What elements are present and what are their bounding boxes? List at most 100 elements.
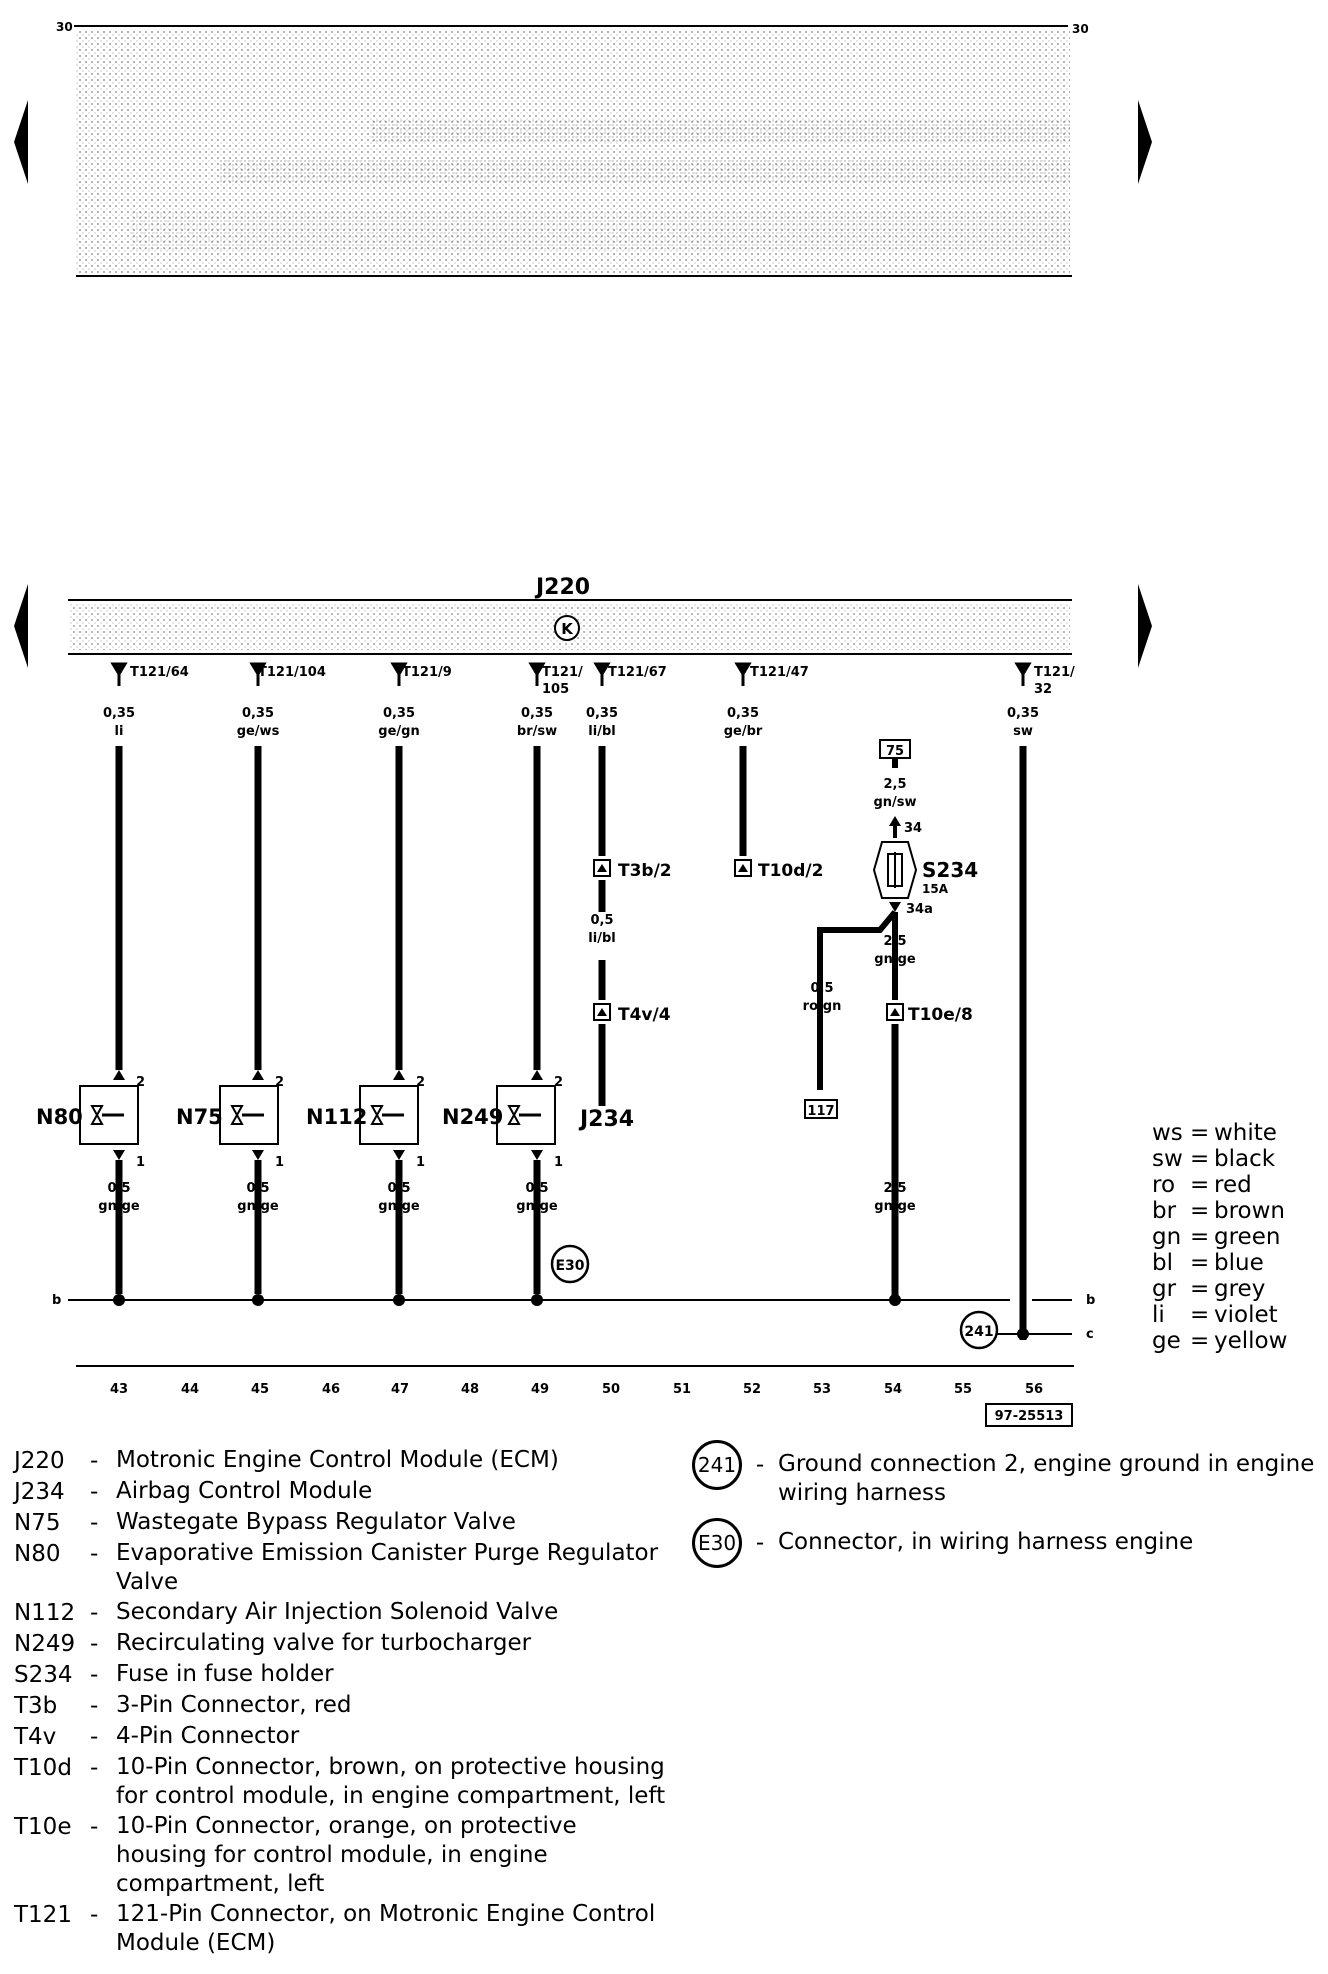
wire-size-45: 0,35 bbox=[242, 706, 274, 721]
col-43: 43 bbox=[110, 1382, 128, 1397]
wire-color-50: li/bl bbox=[588, 724, 615, 739]
wire-color-43: li bbox=[115, 724, 124, 739]
legend-item: J234-Airbag Control Module bbox=[14, 1478, 373, 1505]
color-legend-row: li=violet bbox=[1152, 1302, 1278, 1328]
wire-size-47: 0,35 bbox=[383, 706, 415, 721]
col-50: 50 bbox=[602, 1382, 620, 1397]
col-52: 52 bbox=[743, 1382, 761, 1397]
pin-label-45: T121/104 bbox=[258, 665, 326, 680]
legend-item: T121-121-Pin Connector, on Motronic Engi… bbox=[14, 1901, 656, 1956]
n80-wire-color: gn/ge bbox=[98, 1199, 140, 1214]
valve-n249 bbox=[496, 1085, 556, 1145]
fuse-name: S234 bbox=[922, 858, 978, 882]
color-legend: ws=white sw=black ro=red br=brown gn=gre… bbox=[1152, 1120, 1322, 1354]
n80-pin-top: 2 bbox=[136, 1075, 145, 1090]
low-wire-size: 2,5 bbox=[883, 1181, 906, 1196]
legend-item: T3b-3-Pin Connector, red bbox=[14, 1692, 352, 1719]
prev-page-arrow-icon[interactable] bbox=[14, 100, 28, 184]
n112-wire-size: 0,5 bbox=[387, 1181, 410, 1196]
col-47: 47 bbox=[391, 1382, 409, 1397]
pin-label-49b: 105 bbox=[542, 682, 569, 697]
n80-pin-bottom: 1 bbox=[136, 1155, 145, 1170]
e30-label: E30 bbox=[555, 1258, 584, 1274]
col-44: 44 bbox=[181, 1382, 199, 1397]
symbol-legend: 241 - Ground connection 2, engine ground… bbox=[692, 1440, 1328, 1578]
col-56: 56 bbox=[1025, 1382, 1043, 1397]
terminal-117-label: 117 bbox=[807, 1104, 834, 1119]
n249-pin-bottom: 1 bbox=[554, 1155, 563, 1170]
wire-size-56: 0,35 bbox=[1007, 706, 1039, 721]
col-54: 54 bbox=[884, 1382, 902, 1397]
bus-b-label-right: b bbox=[1086, 1293, 1095, 1308]
legend-item: T4v-4-Pin Connector bbox=[14, 1723, 300, 1750]
next-page-arrow-icon[interactable] bbox=[1138, 100, 1152, 184]
top-label-right: 30 bbox=[1072, 22, 1089, 36]
wire-size-43: 0,35 bbox=[103, 706, 135, 721]
next-arrow-icon[interactable] bbox=[1138, 584, 1152, 668]
col-46: 46 bbox=[322, 1382, 340, 1397]
n112-pin-bottom: 1 bbox=[416, 1155, 425, 1170]
prev-arrow-icon[interactable] bbox=[14, 584, 28, 668]
wire-color-52: ge/br bbox=[724, 724, 763, 739]
t4v-label: T4v/4 bbox=[618, 1005, 671, 1025]
n249-label: N249 bbox=[442, 1105, 503, 1129]
low-wire-color: gn/ge bbox=[874, 1199, 916, 1214]
wire-color-49: br/sw bbox=[517, 724, 557, 739]
n80-label: N80 bbox=[36, 1105, 83, 1129]
airbag-mid-size: 0,5 bbox=[590, 913, 613, 928]
column-numbers: 43 44 45 46 47 48 49 50 51 52 53 54 55 5… bbox=[110, 1382, 1043, 1397]
symbol-legend-item: 241 - Ground connection 2, engine ground… bbox=[692, 1440, 1328, 1508]
color-legend-row: bl=blue bbox=[1152, 1250, 1264, 1276]
n112-pin-top: 2 bbox=[416, 1075, 425, 1090]
pin-label-56a: T121/ bbox=[1034, 665, 1075, 680]
color-legend-row: gn=green bbox=[1152, 1224, 1281, 1250]
pin-label-47: T121/9 bbox=[402, 665, 452, 680]
legend-item: N112-Secondary Air Injection Solenoid Va… bbox=[14, 1599, 559, 1626]
bus-c-label: c bbox=[1086, 1327, 1094, 1342]
pin-label-49a: T121/ bbox=[542, 665, 583, 680]
branch-wire bbox=[817, 910, 898, 1090]
pin-label-52: T121/47 bbox=[750, 665, 809, 680]
col-53: 53 bbox=[813, 1382, 831, 1397]
n112-label: N112 bbox=[306, 1105, 367, 1129]
n249-pin-top: 2 bbox=[554, 1075, 563, 1090]
col-48: 48 bbox=[461, 1382, 479, 1397]
fuse-rating: 15A bbox=[922, 882, 949, 896]
terminal-117-box bbox=[804, 1099, 838, 1119]
pin-label-50: T121/67 bbox=[608, 665, 667, 680]
wire-color-45: ge/ws bbox=[237, 724, 280, 739]
fuse-top-size: 2,5 bbox=[883, 777, 906, 792]
module-label: J220 bbox=[534, 575, 590, 600]
t3b-label: T3b/2 bbox=[618, 861, 672, 881]
n249-wire-size: 0,5 bbox=[525, 1181, 548, 1196]
color-legend-row: ro=red bbox=[1152, 1172, 1252, 1198]
top-schematic: 30 30 bbox=[14, 20, 1152, 277]
wire-size-49: 0,35 bbox=[521, 706, 553, 721]
color-legend-row: ge=yellow bbox=[1152, 1328, 1288, 1354]
n112-wire-color: gn/ge bbox=[378, 1199, 420, 1214]
color-legend-row: ws=white bbox=[1152, 1120, 1277, 1146]
wire-size-50: 0,35 bbox=[586, 706, 618, 721]
col-49: 49 bbox=[531, 1382, 549, 1397]
wire-size-52: 0,35 bbox=[727, 706, 759, 721]
ground-241-label: 241 bbox=[964, 1324, 993, 1340]
legend-item: T10e-10-Pin Connector, orange, on protec… bbox=[14, 1813, 577, 1897]
fuse-pin-top: 34 bbox=[904, 821, 922, 836]
wire-color-56: sw bbox=[1013, 724, 1033, 739]
airbag-module-label: J234 bbox=[578, 1107, 634, 1132]
airbag-mid-color: li/bl bbox=[588, 931, 615, 946]
col-55: 55 bbox=[954, 1382, 972, 1397]
n249-wire-color: gn/ge bbox=[516, 1199, 558, 1214]
n75-wire-color: gn/ge bbox=[237, 1199, 279, 1214]
legend-item: N80-Evaporative Emission Canister Purge … bbox=[14, 1540, 659, 1595]
top-label-left: 30 bbox=[56, 20, 73, 34]
n80-wire-size: 0,5 bbox=[107, 1181, 130, 1196]
legend-item: J220-Motronic Engine Control Module (ECM… bbox=[14, 1447, 559, 1474]
main-schematic: J220 K T121/64 T121/104 T121/9 T121/ 105… bbox=[14, 575, 1152, 1427]
legend-item: T10d-10-Pin Connector, brown, on protect… bbox=[14, 1754, 666, 1809]
fuse-bottom-size: 2,5 bbox=[883, 934, 906, 949]
wire-color-47: ge/gn bbox=[378, 724, 419, 739]
module-symbol-circle bbox=[554, 615, 580, 641]
module-symbol: K bbox=[561, 620, 574, 638]
